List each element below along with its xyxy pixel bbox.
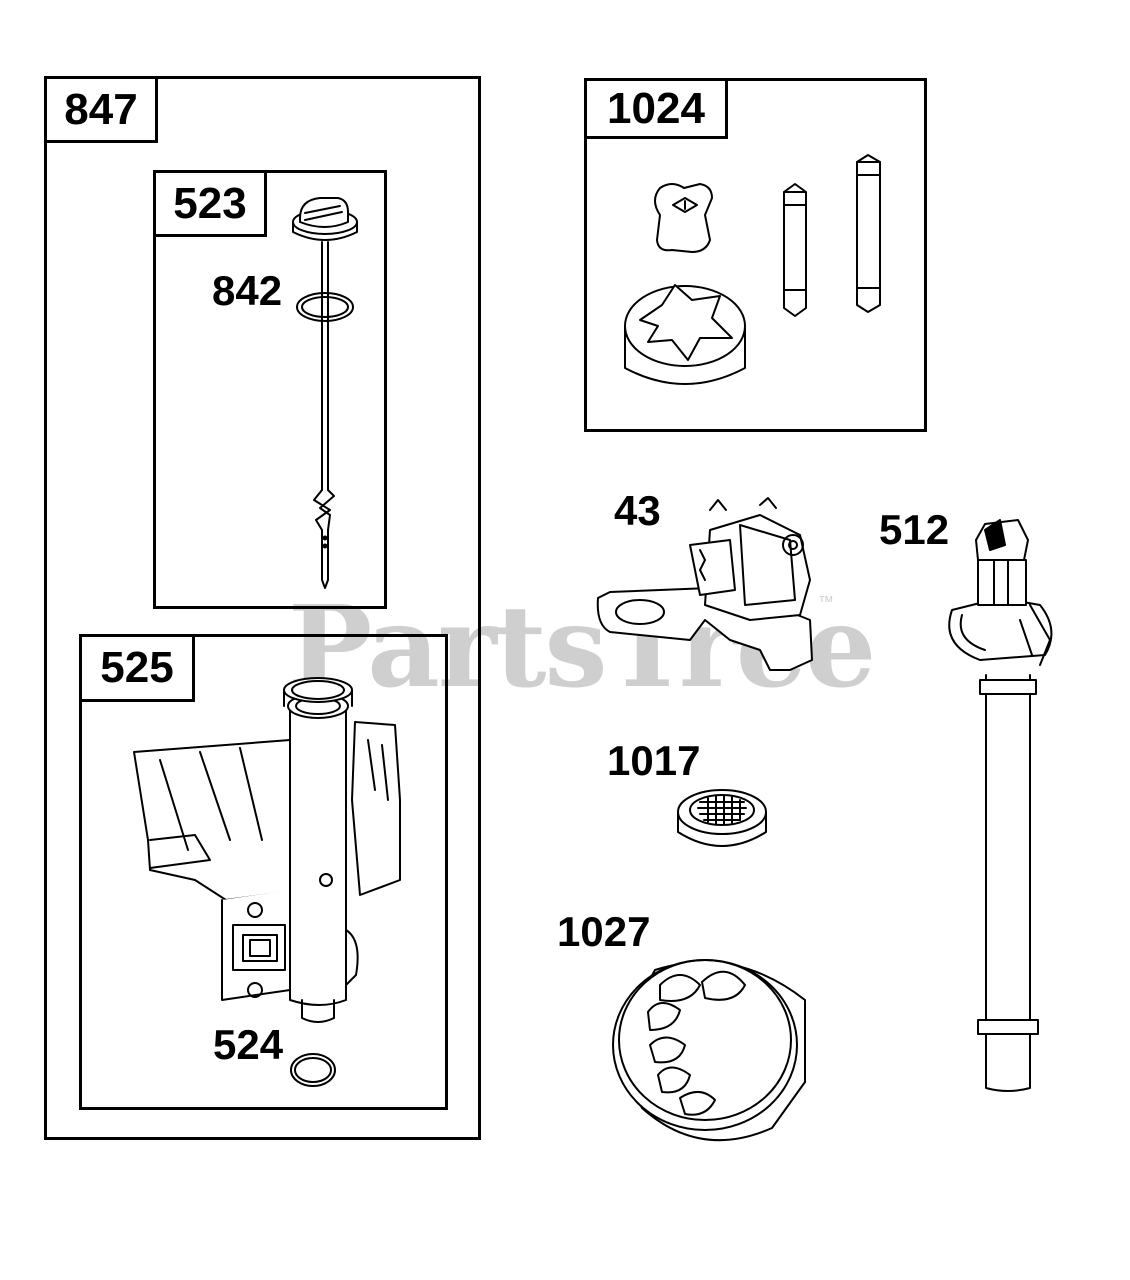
callout-524[interactable]: 524 (213, 1021, 284, 1068)
oil-filter-screen-part[interactable] (678, 790, 766, 846)
kit-tag-847[interactable]: 847 (44, 76, 158, 143)
kit-frame-847 (44, 76, 481, 1140)
oil-pump-rotor-outer[interactable] (625, 285, 745, 384)
callout-1017[interactable]: 1017 (607, 737, 701, 784)
trademark-symbol: ™ (818, 594, 834, 611)
kit-frame-525 (79, 634, 448, 1110)
kit-frame-523 (153, 170, 387, 609)
oil-filter-part[interactable] (613, 960, 805, 1140)
o-ring-842[interactable] (297, 293, 353, 321)
governor-bracket-part[interactable] (598, 498, 812, 670)
oil-fill-tube-part[interactable] (134, 678, 400, 1022)
o-ring-524[interactable] (291, 1054, 335, 1086)
kit-tag-523[interactable]: 523 (153, 170, 267, 237)
callout-842[interactable]: 842 (212, 267, 283, 314)
callout-512[interactable]: 512 (879, 506, 950, 553)
long-fill-tube-part[interactable] (949, 520, 1051, 1091)
kit-tag-1024[interactable]: 1024 (584, 78, 728, 139)
oil-pump-shaft-long[interactable] (857, 155, 880, 312)
dipstick-part[interactable] (293, 198, 357, 588)
callout-43[interactable]: 43 (614, 487, 661, 534)
kit-frame-1024 (584, 78, 927, 432)
callout-1027[interactable]: 1027 (557, 908, 651, 955)
oil-pump-shaft-short[interactable] (784, 184, 806, 316)
oil-pump-rotor-inner[interactable] (655, 184, 712, 252)
kit-tag-525[interactable]: 525 (79, 634, 195, 702)
